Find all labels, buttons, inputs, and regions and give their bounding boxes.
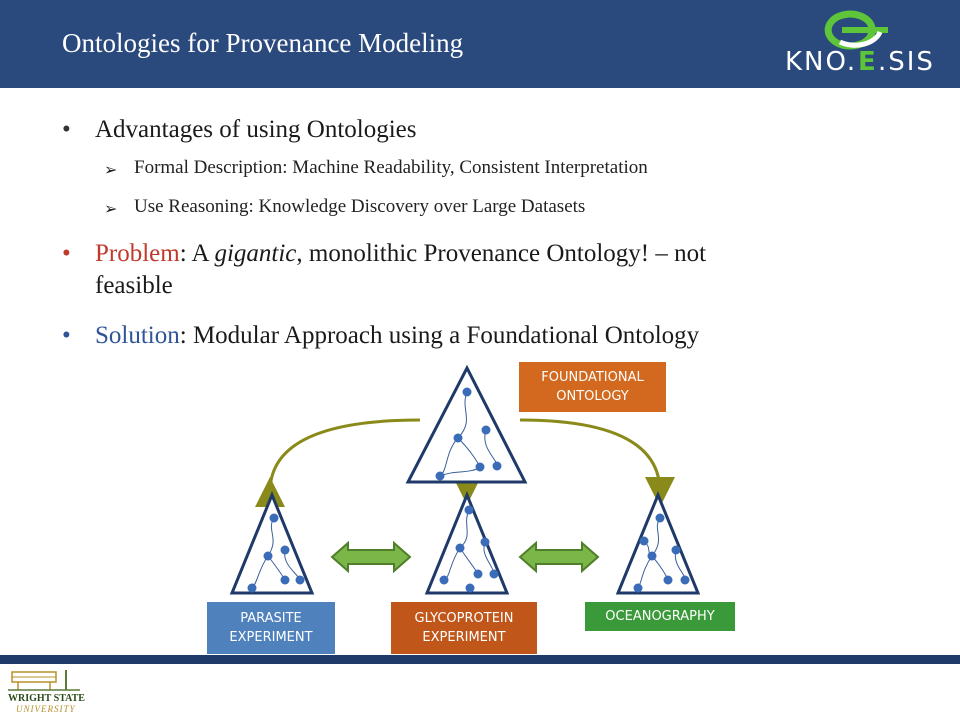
solution-text: : Modular Approach using a Foundational … bbox=[179, 322, 700, 349]
bullet-problem: Problem: A gigantic, monolithic Provenan… bbox=[95, 238, 855, 302]
problem-text-pre: : A bbox=[179, 240, 215, 267]
arrow-bullet-icon: ➢ bbox=[104, 201, 118, 218]
svg-text:.SIS: .SIS bbox=[878, 47, 935, 77]
knoesis-logo: KNO. E .SIS bbox=[780, 6, 950, 82]
arrow-bullet-icon: ➢ bbox=[104, 162, 118, 179]
bullet-solution: Solution: Modular Approach using a Found… bbox=[95, 320, 699, 352]
subbullet-formal: Formal Description: Machine Readability,… bbox=[134, 157, 648, 178]
oceanography-box: OCEANOGRAPHY bbox=[584, 601, 736, 632]
parasite-triangle bbox=[229, 491, 315, 595]
arc-connector bbox=[254, 418, 421, 508]
parasite-line1: PARASITE bbox=[240, 611, 302, 626]
bullet-dot: • bbox=[62, 240, 71, 267]
double-arrow-right bbox=[518, 540, 600, 574]
solution-label: Solution bbox=[95, 322, 180, 349]
problem-text-line2: feasible bbox=[95, 272, 173, 299]
footer-rule bbox=[0, 655, 960, 664]
svg-text:KNO.: KNO. bbox=[785, 47, 857, 77]
glyco-line2: EXPERIMENT bbox=[422, 630, 506, 645]
foundational-line2: ONTOLOGY bbox=[556, 389, 629, 404]
slide-title: Ontologies for Provenance Modeling bbox=[62, 28, 464, 58]
svg-text:UNIVERSITY: UNIVERSITY bbox=[16, 704, 76, 714]
problem-text-post: , monolithic Provenance Ontology! – not bbox=[296, 240, 707, 267]
bullet-advantages: Advantages of using Ontologies bbox=[95, 116, 417, 143]
svg-text:WRIGHT STATE: WRIGHT STATE bbox=[8, 693, 85, 704]
ocean-line1: OCEANOGRAPHY bbox=[605, 609, 715, 624]
foundational-triangle bbox=[405, 364, 528, 484]
parasite-line2: EXPERIMENT bbox=[229, 630, 313, 645]
oceanography-triangle bbox=[615, 491, 701, 595]
problem-emphasis: gigantic bbox=[214, 240, 297, 267]
wright-state-logo: WRIGHT STATE UNIVERSITY bbox=[6, 664, 86, 716]
arc-connector bbox=[519, 418, 675, 507]
foundational-ontology-box: FOUNDATIONAL ONTOLOGY bbox=[518, 361, 667, 413]
slide-header bbox=[0, 0, 960, 88]
bullet-dot: • bbox=[62, 322, 71, 349]
glyco-line1: GLYCOPROTEIN bbox=[414, 611, 514, 626]
glycoprotein-triangle bbox=[424, 491, 510, 595]
bullet-dot: • bbox=[62, 116, 71, 143]
parasite-experiment-box: PARASITE EXPERIMENT bbox=[206, 601, 336, 655]
double-arrow-left bbox=[330, 540, 412, 574]
subbullet-reasoning: Use Reasoning: Knowledge Discovery over … bbox=[134, 196, 586, 217]
svg-text:E: E bbox=[858, 47, 876, 77]
foundational-line1: FOUNDATIONAL bbox=[541, 370, 644, 385]
glycoprotein-experiment-box: GLYCOPROTEIN EXPERIMENT bbox=[390, 601, 538, 655]
problem-label: Problem bbox=[95, 240, 180, 267]
